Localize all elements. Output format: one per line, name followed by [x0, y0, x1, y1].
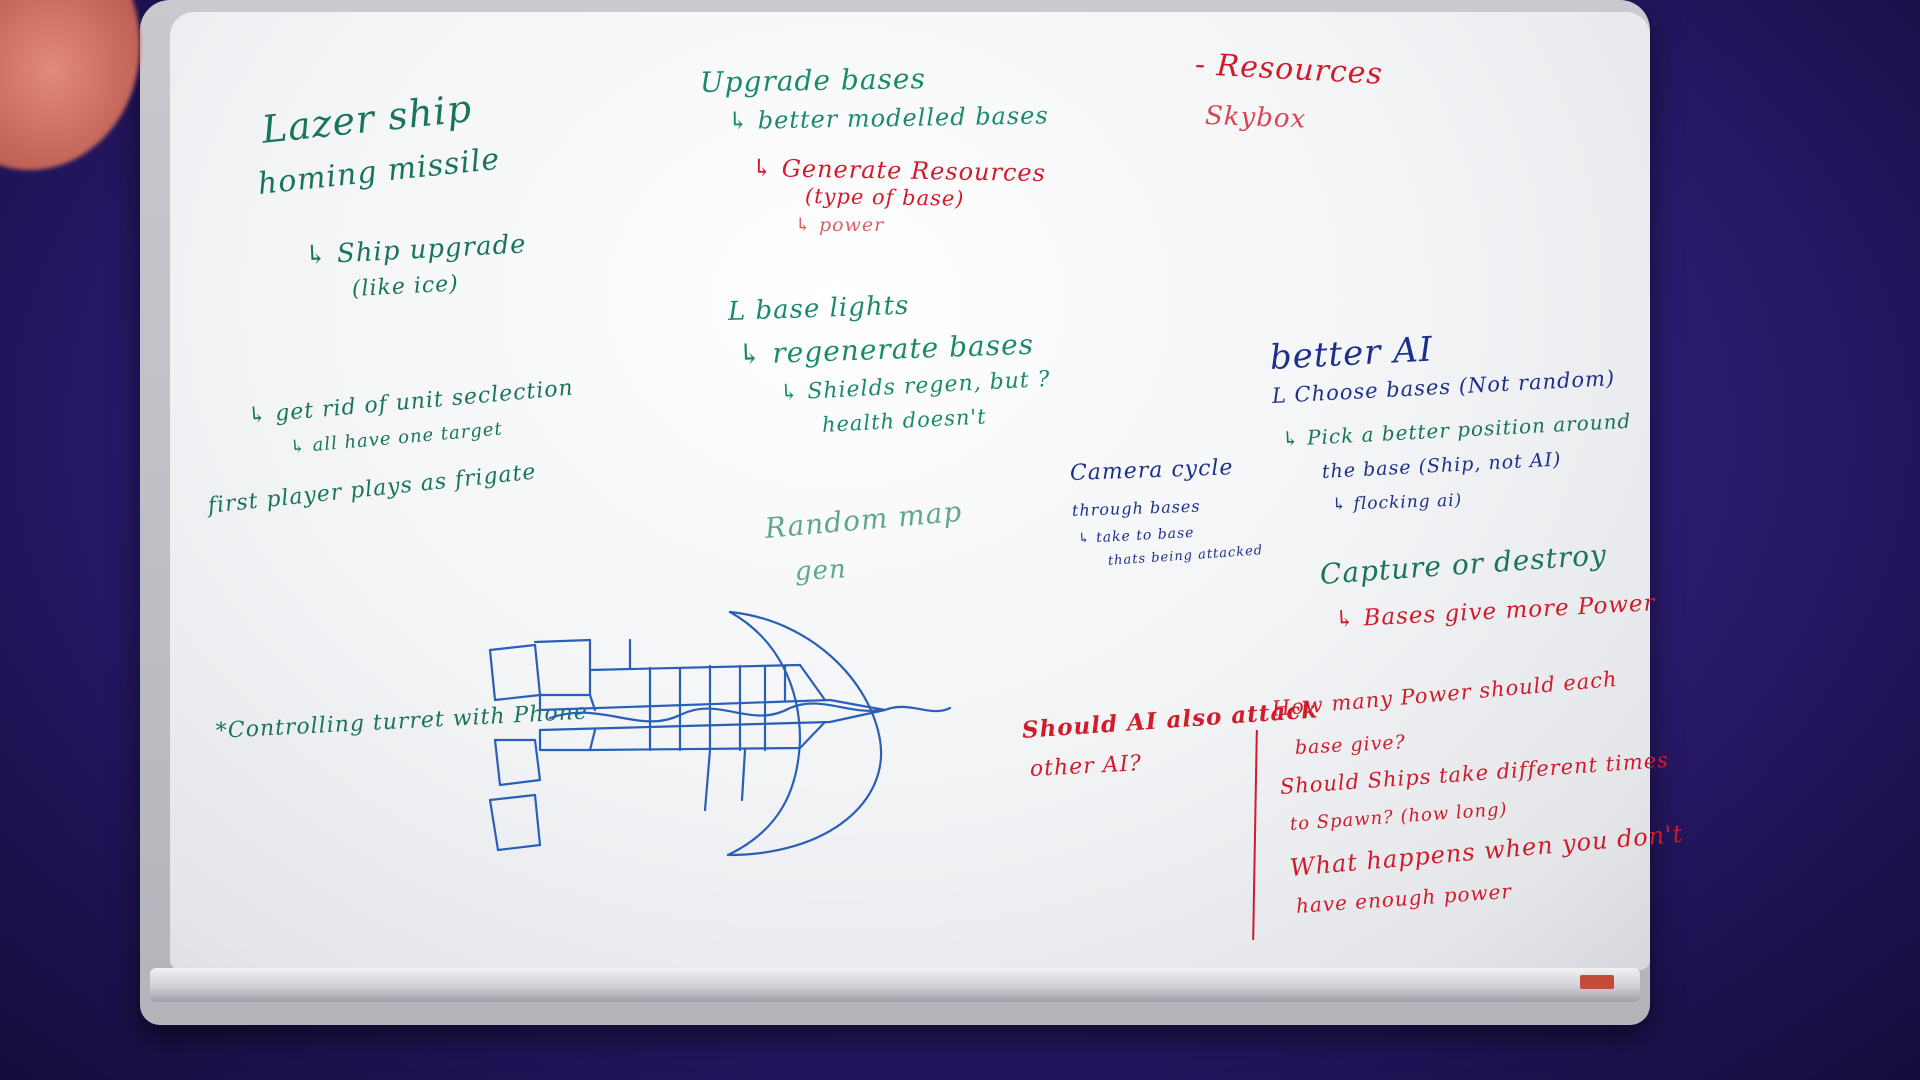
note-generate-resources: ↳ Generate Resources: [751, 154, 1047, 188]
note-upgrade-bases: Upgrade bases: [699, 62, 927, 99]
note-gen: gen: [794, 554, 848, 587]
note-type-of-base: (type of base): [804, 184, 965, 211]
eraser: [1580, 975, 1614, 989]
ship-hull: [538, 698, 887, 732]
finger-obstruction: [0, 0, 140, 170]
ship-shield-outer: [726, 610, 883, 857]
note-skybox: Skybox: [1204, 101, 1307, 135]
ship-shield-inner: [726, 610, 802, 857]
ship-bottom-engine: [493, 738, 542, 787]
note-power: ↳ power: [795, 214, 885, 236]
ship-sketch: [488, 610, 952, 857]
note-better-ai: better AI: [1268, 329, 1435, 378]
whiteboard-surface: [170, 12, 1650, 970]
ship-top-engine: [488, 643, 542, 702]
note-base-lights: L base lights: [727, 290, 910, 327]
marker-tray: [150, 968, 1640, 1002]
note-better-modelled: ↳ better modelled bases: [727, 101, 1049, 135]
